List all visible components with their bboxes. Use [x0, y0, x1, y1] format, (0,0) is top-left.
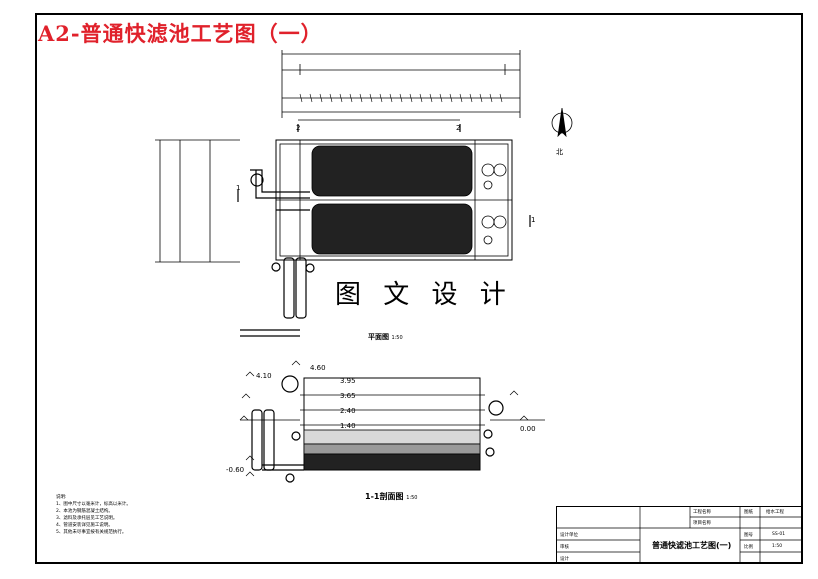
plan-view — [275, 139, 513, 261]
section-mark-2-right: 2 — [456, 124, 461, 132]
note-item: 1、图中尺寸以毫米计，标高以米计。 — [56, 502, 131, 507]
dimension-ticks — [299, 93, 503, 103]
elevation-label: 3.95 — [340, 377, 356, 385]
elevation-label: 4.10 — [256, 372, 272, 380]
title-block-cell: 审核 — [560, 545, 569, 550]
title-block — [556, 506, 803, 564]
plan-outlet-pipes — [240, 257, 315, 337]
elevation-label: 3.65 — [340, 392, 356, 400]
elevation-label: -0.60 — [226, 466, 245, 474]
drawing-frame — [35, 13, 803, 564]
section-mark-1-right: 1 — [531, 216, 536, 224]
section-pipes — [251, 375, 504, 483]
section-mark-1-left: 1 — [236, 184, 241, 192]
title-block-cell: 项目名称 — [693, 521, 711, 526]
elevation-markers — [239, 360, 529, 477]
elevation-label: 1.40 — [340, 422, 356, 430]
top-dimension-lines — [281, 50, 521, 121]
title-block-drawing-name: 普通快滤池工艺图(一) — [652, 541, 732, 550]
elevation-label: 2.40 — [340, 407, 356, 415]
title-block-cell: 比例 — [744, 545, 753, 550]
title-block-cell: 图纸 — [744, 510, 753, 515]
title-block-cell: 设计 — [560, 557, 569, 562]
note-item: 4、管道安装详见施工说明。 — [56, 523, 113, 528]
plan-inlet-pipes — [250, 169, 310, 211]
left-dimension-lines — [155, 139, 240, 263]
note-item: 3、滤料及承托层见工艺说明。 — [56, 516, 118, 521]
notes-block: 说明: 1、图中尺寸以毫米计，标高以米计。 2、本池为钢筋混凝土结构。 3、滤料… — [56, 494, 131, 536]
notes-heading: 说明: — [56, 495, 67, 500]
title-block-cell: 图号 — [744, 533, 753, 538]
section-view — [240, 377, 545, 471]
elevation-label: 0.00 — [520, 425, 536, 433]
note-item: 2、本池为钢筋混凝土结构。 — [56, 509, 113, 514]
title-block-grid — [556, 506, 803, 564]
drawing-title-overlay: A2-普通快滤池工艺图（一） — [38, 21, 323, 46]
north-label: 北 — [556, 148, 563, 156]
watermark-text: 图 文 设 计 — [335, 280, 513, 310]
section-mark-2-left: 2 — [296, 124, 301, 132]
elevation-label: 4.60 — [310, 364, 326, 372]
note-item: 5、其他未尽事宜按有关规范执行。 — [56, 530, 127, 535]
title-block-cell: 工程名称 — [693, 510, 711, 515]
title-block-cell: 1:50 — [772, 544, 783, 549]
title-block-cell: SS-01 — [772, 532, 786, 537]
plan-view-caption: 平面图 1:50 — [368, 333, 403, 341]
section-markers — [237, 124, 531, 227]
north-arrow — [551, 107, 573, 138]
plan-valves — [481, 163, 507, 245]
filter-beds — [311, 145, 473, 255]
section-view-caption: 1-1剖面图 1:50 — [365, 492, 418, 501]
title-block-cell: 设计单位 — [560, 533, 578, 538]
title-block-cell: 给水工程 — [766, 510, 784, 515]
